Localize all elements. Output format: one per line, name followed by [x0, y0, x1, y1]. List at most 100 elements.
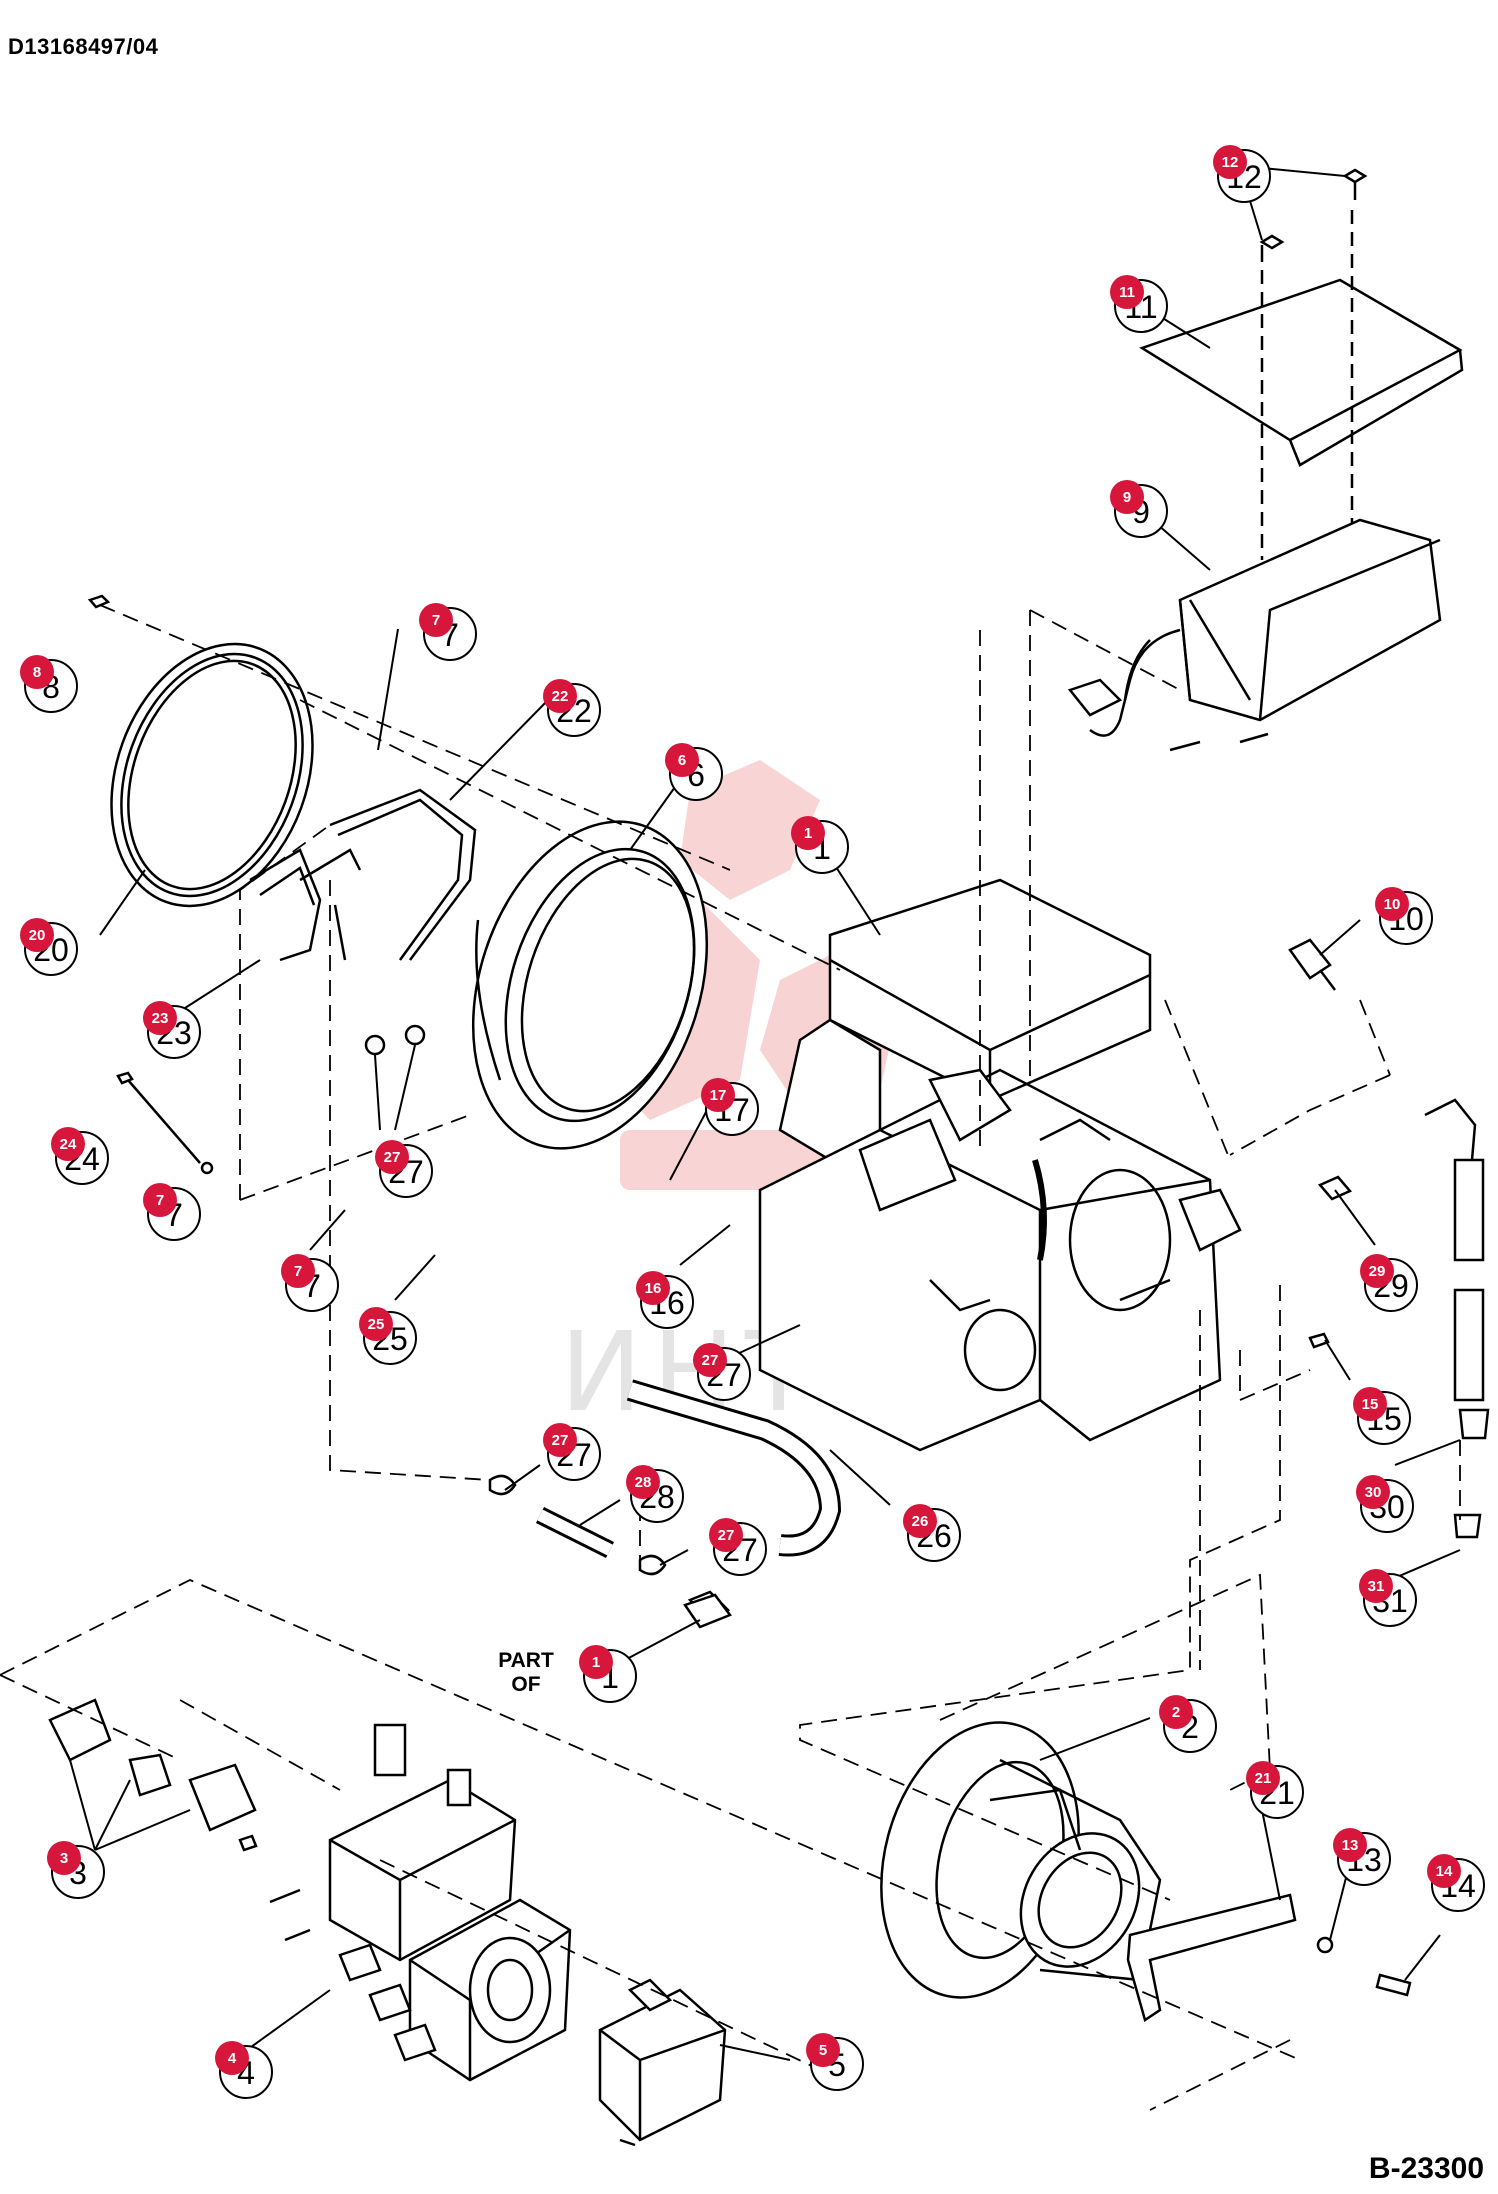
callout-badge — [47, 1841, 81, 1875]
callout-badge-number: 27 — [552, 1432, 569, 1449]
fan-shroud — [471, 820, 709, 1150]
callout-badge-number: 9 — [1123, 489, 1131, 506]
callout-badge — [419, 603, 453, 637]
pin-15 — [1308, 1332, 1330, 1349]
document-id: D13168497/04 — [8, 34, 159, 59]
callout-badge — [806, 2033, 840, 2067]
hose-30 — [1424, 1098, 1490, 1539]
callout-badge-number: 20 — [29, 927, 46, 944]
callout-c7a: 77 — [419, 603, 477, 661]
oil-cooler — [1067, 518, 1442, 752]
callout-badge — [1110, 480, 1144, 514]
callout-badge — [281, 1254, 315, 1288]
callout-badge — [1246, 1761, 1280, 1795]
callout-badge — [1427, 1854, 1461, 1888]
callout-badge-number: 24 — [60, 1136, 77, 1153]
callout-badge — [1213, 145, 1247, 179]
callout-badge — [143, 1001, 177, 1035]
callout-badge-number: 22 — [552, 688, 569, 705]
callout-c6: 66 — [665, 743, 723, 801]
callout-badge-number: 1 — [804, 825, 812, 842]
callout-c3: 33 — [47, 1841, 105, 1899]
callout-c9: 99 — [1110, 480, 1168, 538]
callout-c8: 88 — [20, 655, 78, 713]
callout-badge — [543, 1423, 577, 1457]
callout-badge — [791, 816, 825, 850]
sensor-part-of-1 — [683, 1593, 732, 1629]
part-lines — [48, 168, 1490, 2147]
bolt-8 — [87, 594, 111, 609]
callout-badge-number: 26 — [912, 1513, 929, 1530]
callouts-layer: 1212111199887722226611101020202323171724… — [20, 145, 1485, 2099]
callout-badge — [543, 679, 577, 713]
callout-badge — [1333, 1828, 1367, 1862]
callout-badge — [693, 1343, 727, 1377]
page-code: B-23300 — [1368, 2152, 1484, 2185]
pump-motor — [598, 1978, 727, 2147]
callout-badge-number: 2 — [1172, 1704, 1180, 1721]
coupling — [48, 1698, 258, 1852]
callout-badge-number: 25 — [368, 1316, 385, 1333]
callout-badge — [1353, 1387, 1387, 1421]
callout-badge-number: 30 — [1365, 1484, 1382, 1501]
callout-badge — [579, 1645, 613, 1679]
callout-c4: 44 — [215, 2041, 273, 2099]
callout-badge — [143, 1183, 177, 1217]
callout-badge — [1360, 1254, 1394, 1288]
pump-block — [269, 1723, 572, 2082]
callout-badge-number: 23 — [152, 1010, 169, 1027]
callout-badge-number: 28 — [635, 1474, 652, 1491]
callout-c7c: 77 — [281, 1254, 339, 1312]
callout-badge-number: 13 — [1342, 1837, 1359, 1854]
callout-badge — [215, 2041, 249, 2075]
cooler-cover-plate — [1139, 278, 1464, 467]
callout-badge — [701, 1078, 735, 1112]
callout-badge-number: 16 — [645, 1280, 662, 1297]
bolt-14 — [1375, 1973, 1412, 1997]
callout-badge — [1159, 1695, 1193, 1729]
callout-badge — [626, 1465, 660, 1499]
callout-badge-number: 15 — [1362, 1396, 1379, 1413]
pipe-frame — [249, 788, 477, 1056]
callout-badge — [51, 1127, 85, 1161]
callout-badge — [1375, 887, 1409, 921]
callout-c5: 55 — [806, 2033, 864, 2091]
callout-badge-number: 17 — [710, 1087, 727, 1104]
callout-badge-number: 27 — [702, 1352, 719, 1369]
callout-badge-number: 7 — [432, 612, 440, 629]
callout-badge — [1359, 1569, 1393, 1603]
hose-26 — [626, 1379, 842, 1557]
callout-badge-number: 3 — [60, 1850, 68, 1867]
callout-badge-number: 31 — [1368, 1578, 1385, 1595]
callout-badge-number: 10 — [1384, 896, 1401, 913]
callout-badge-number: 29 — [1369, 1263, 1386, 1280]
callout-badge-number: 7 — [156, 1192, 164, 1209]
callout-badge-number: 11 — [1119, 284, 1135, 301]
callout-badge-number: 12 — [1222, 154, 1239, 171]
bell-housing — [880, 1721, 1162, 1999]
bracket-21 — [1126, 1893, 1297, 2022]
fan-ring — [110, 642, 314, 908]
callout-badge — [709, 1518, 743, 1552]
washer-13 — [1316, 1936, 1334, 1954]
callout-badge-number: 5 — [819, 2042, 827, 2059]
callout-badge-number: 27 — [718, 1527, 735, 1544]
callout-badge-number: 6 — [678, 752, 686, 769]
